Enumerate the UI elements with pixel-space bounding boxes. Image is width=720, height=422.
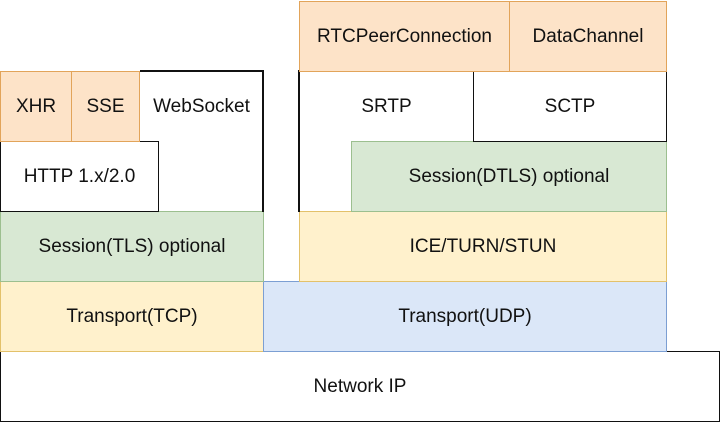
sse-layer: SSE <box>71 71 140 142</box>
ice-turn-stun-layer: ICE/TURN/STUN <box>299 211 667 282</box>
transport-udp-label: Transport(UDP) <box>398 305 532 327</box>
xhr-layer: XHR <box>0 71 72 142</box>
srtp-left-border <box>298 70 300 212</box>
data-channel-layer: DataChannel <box>509 1 667 72</box>
sse-label: SSE <box>86 95 125 117</box>
sctp-layer: SCTP <box>473 71 667 142</box>
websocket-right-border <box>262 70 264 212</box>
srtp-layer: SRTP <box>299 71 474 142</box>
transport-udp-layer: Transport(UDP) <box>263 281 667 352</box>
network-ip-layer: Network IP <box>0 351 720 422</box>
network-ip-label: Network IP <box>313 375 407 397</box>
websocket-label: WebSocket <box>153 95 250 117</box>
http-label: HTTP 1.x/2.0 <box>23 165 136 187</box>
xhr-label: XHR <box>15 95 57 117</box>
session-tls-label: Session(TLS) optional <box>38 235 226 257</box>
ice-turn-stun-label: ICE/TURN/STUN <box>409 235 557 257</box>
http-layer: HTTP 1.x/2.0 <box>0 141 159 212</box>
session-dtls-layer: Session(DTLS) optional <box>351 141 667 212</box>
srtp-label: SRTP <box>361 95 412 117</box>
websocket-top-border <box>140 70 264 72</box>
transport-tcp-label: Transport(TCP) <box>66 305 198 327</box>
rtc-peer-connection-layer: RTCPeerConnection <box>299 1 510 72</box>
data-channel-label: DataChannel <box>532 25 644 47</box>
session-tls-layer: Session(TLS) optional <box>0 211 264 282</box>
websocket-layer: WebSocket <box>140 71 263 142</box>
rtc-peer-connection-label: RTCPeerConnection <box>317 25 492 47</box>
transport-tcp-layer: Transport(TCP) <box>0 281 264 352</box>
session-dtls-label: Session(DTLS) optional <box>408 165 610 187</box>
sctp-label: SCTP <box>544 95 596 117</box>
